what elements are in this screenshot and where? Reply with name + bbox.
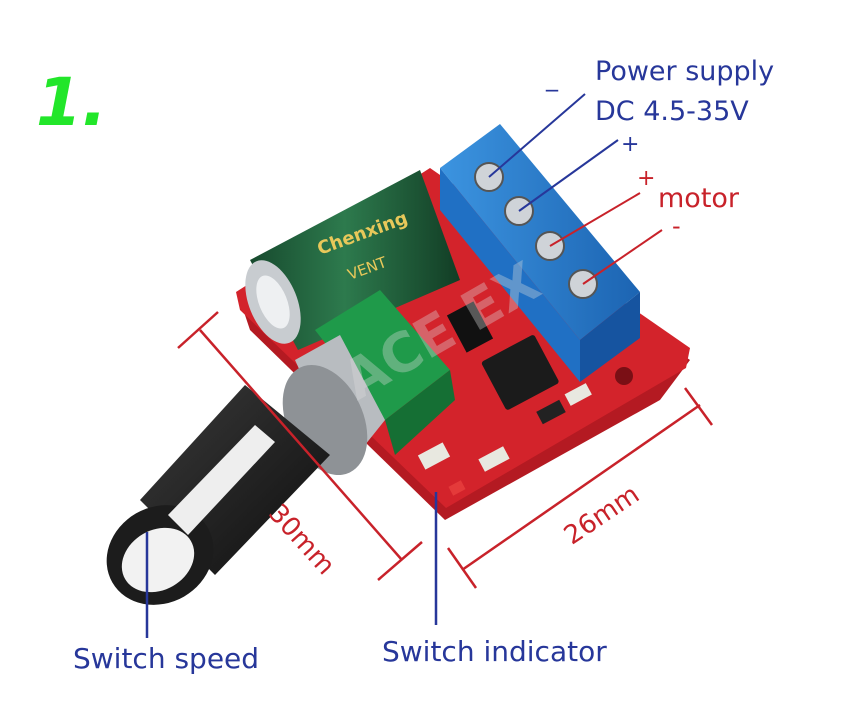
motor-leaders <box>549 192 663 285</box>
dimension-30mm <box>177 311 423 581</box>
power-minus-label: _ <box>546 64 558 92</box>
switch-leaders <box>145 492 438 638</box>
dimension-26mm <box>446 387 714 589</box>
switch-speed-label: Switch speed <box>73 642 260 675</box>
motor-label: motor <box>658 183 740 214</box>
switch-indicator-label: Switch indicator <box>382 635 607 668</box>
power-plus-label: + <box>621 132 640 157</box>
motor-minus-label: - <box>672 212 681 240</box>
figure-number: 1. <box>36 64 107 141</box>
power-voltage-label: DC 4.5-35V <box>595 96 749 127</box>
capacitor: Chenxing VENT <box>245 170 460 350</box>
terminal-block <box>440 124 640 382</box>
knob <box>106 385 330 605</box>
motor-plus-label: + <box>637 166 656 191</box>
power-supply-label: Power supply <box>595 56 775 87</box>
power-leaders <box>488 93 619 212</box>
